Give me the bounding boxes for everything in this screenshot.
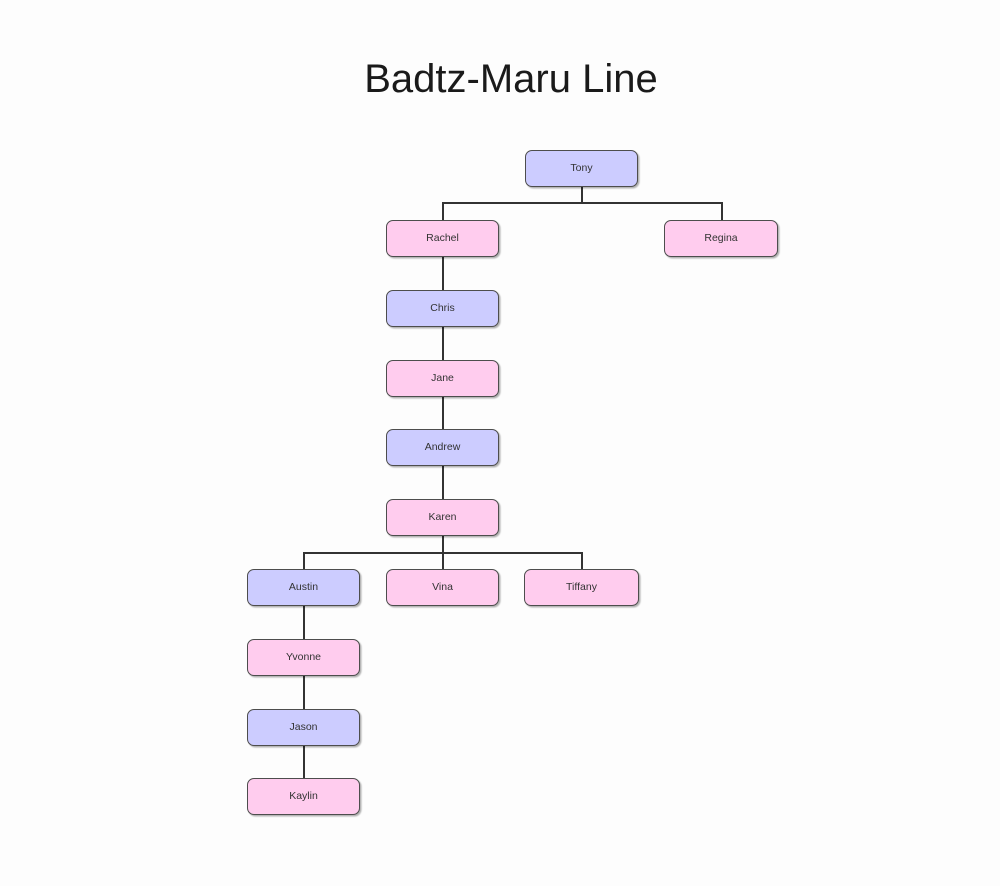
person-node-karen[interactable]: Karen [386, 499, 499, 536]
connector-rachel-riser [442, 202, 444, 220]
person-name-label: Regina [704, 232, 738, 245]
person-node-vina[interactable]: Vina [386, 569, 499, 606]
person-name-label: Kaylin [289, 790, 318, 803]
person-node-rachel[interactable]: Rachel [386, 220, 499, 257]
person-name-label: Andrew [424, 441, 461, 454]
connector-chris-jane [442, 327, 444, 360]
connector-tony-children-bar [442, 202, 582, 204]
person-name-label: Rachel [426, 232, 459, 245]
connector-tony-regina-bar [581, 202, 721, 204]
person-node-chris[interactable]: Chris [386, 290, 499, 327]
person-node-austin[interactable]: Austin [247, 569, 360, 606]
connector-austin-yvonne [303, 606, 305, 639]
connector-tiffany-riser [581, 552, 583, 569]
page-title: Badtz-Maru Line [364, 57, 658, 101]
connector-karen-bar-right [442, 552, 582, 554]
person-node-andrew[interactable]: Andrew [386, 429, 499, 466]
person-name-label: Jane [431, 372, 454, 385]
person-name-label: Yvonne [285, 651, 322, 664]
person-node-yvonne[interactable]: Yvonne [247, 639, 360, 676]
connector-jason-kaylin [303, 746, 305, 778]
person-node-tony[interactable]: Tony [525, 150, 638, 187]
person-name-label: Chris [430, 302, 455, 315]
person-name-label: Karen [428, 511, 457, 524]
person-node-tiffany[interactable]: Tiffany [524, 569, 639, 606]
person-name-label: Jason [289, 721, 318, 734]
person-node-regina[interactable]: Regina [664, 220, 778, 257]
connector-karen-bar-left [303, 552, 442, 554]
person-name-label: Tiffany [566, 581, 597, 594]
person-name-label: Austin [288, 581, 319, 594]
connector-tony-drop [581, 187, 583, 203]
connector-andrew-karen [442, 466, 444, 499]
connector-jane-andrew [442, 397, 444, 429]
person-node-jason[interactable]: Jason [247, 709, 360, 746]
person-name-label: Vina [432, 581, 453, 594]
person-name-label: Tony [570, 162, 593, 175]
person-node-jane[interactable]: Jane [386, 360, 499, 397]
connector-regina-riser [721, 202, 723, 220]
connector-yvonne-jason [303, 676, 305, 709]
connector-rachel-chris [442, 257, 444, 290]
person-node-kaylin[interactable]: Kaylin [247, 778, 360, 815]
connector-austin-riser [303, 552, 305, 569]
